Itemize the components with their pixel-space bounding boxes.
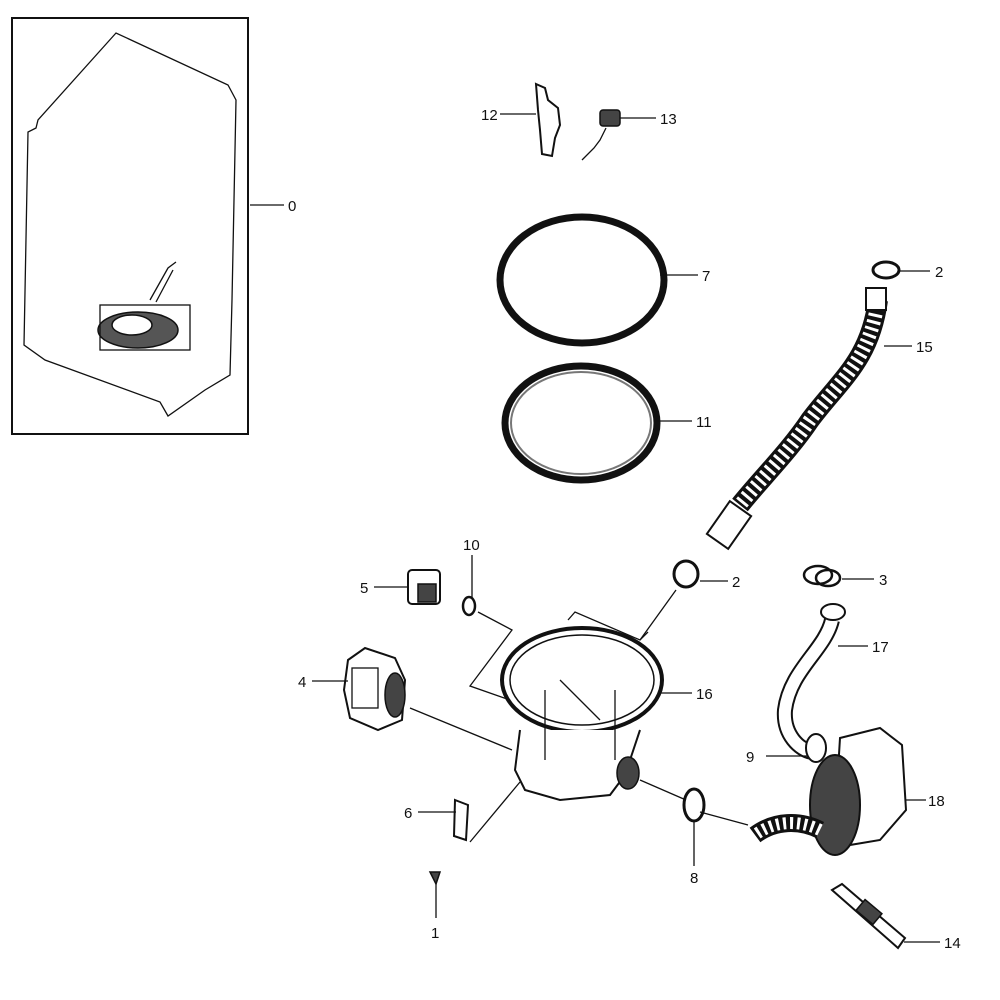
clamp-part	[682, 787, 706, 823]
drain-pump-part	[749, 726, 908, 856]
sump-part	[500, 611, 664, 802]
outer-ring-part	[496, 213, 668, 347]
wire-clamp-part	[802, 564, 842, 588]
o-ring-part	[461, 595, 477, 617]
elbow-part	[805, 733, 827, 763]
callout-4: 4	[298, 674, 306, 691]
gasket-ring-part	[501, 362, 661, 484]
drain-hose-part	[705, 287, 888, 551]
callout-17: 17	[872, 639, 889, 656]
top-bracket-part	[534, 82, 562, 158]
hose-clamp-top-part	[871, 260, 901, 280]
assembly-sump-icon	[97, 261, 191, 351]
callout-9: 9	[746, 749, 754, 766]
assembly-inset	[11, 17, 249, 435]
callout-3: 3	[879, 572, 887, 589]
callout-11: 11	[696, 414, 712, 431]
callout-0: 0	[288, 198, 296, 215]
wire-harness-part	[581, 109, 621, 161]
callout-1: 1	[431, 925, 439, 942]
callout-14: 14	[944, 935, 961, 952]
callout-16: 16	[696, 686, 713, 703]
screw-part	[428, 871, 442, 886]
connector-part	[830, 882, 907, 950]
callout-2-mid: 2	[732, 574, 740, 591]
callout-18: 18	[928, 793, 945, 810]
callout-6: 6	[404, 805, 412, 822]
sensor-part	[407, 569, 441, 605]
callout-10: 10	[463, 537, 480, 554]
hose-clamp-mid-part	[672, 559, 700, 589]
callout-8: 8	[690, 870, 698, 887]
callout-leaders	[250, 113, 940, 943]
callout-5: 5	[360, 580, 368, 597]
callout-2-top: 2	[935, 264, 943, 281]
assembly-lines	[409, 589, 749, 843]
callout-13: 13	[660, 111, 677, 128]
heater-module-part	[342, 646, 407, 732]
callout-labels: 0 12 13 7 11 2 15 10 5 2 3 17 4 16 9 18 …	[288, 107, 961, 952]
callout-15: 15	[916, 339, 933, 356]
bracket-part	[452, 798, 470, 842]
callout-7: 7	[702, 268, 710, 285]
pump-hose-part	[776, 603, 846, 760]
callout-12: 12	[481, 107, 498, 124]
